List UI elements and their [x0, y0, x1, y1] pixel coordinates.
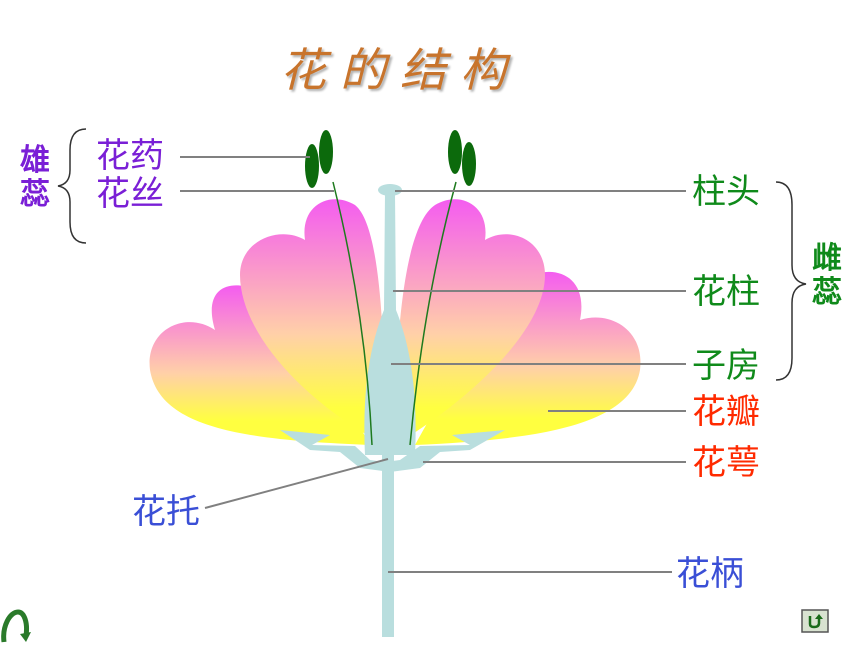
page-title: 花的结构	[280, 43, 520, 97]
label-receptacle: 花托	[132, 492, 200, 532]
label-style: 花柱	[692, 272, 760, 312]
leader-lines	[180, 156, 686, 573]
label-stamen: 雄蕊	[20, 143, 50, 212]
petal-left-outer	[149, 285, 370, 445]
pistil-brace	[775, 181, 807, 381]
back-arrow-icon[interactable]	[0, 606, 32, 644]
petal-left-inner	[240, 199, 385, 445]
pistil	[364, 192, 416, 455]
label-filament: 花丝	[96, 174, 164, 214]
label-pedicel: 花柄	[676, 554, 744, 594]
petal-right-inner	[395, 199, 545, 445]
label-anther: 花药	[96, 136, 164, 176]
stigma-tip	[378, 184, 402, 196]
filament-left	[332, 181, 373, 446]
return-icon[interactable]	[801, 609, 829, 633]
label-ovary: 子房	[692, 346, 760, 386]
label-pistil: 雌蕊	[812, 241, 842, 310]
label-sepal: 花萼	[692, 443, 760, 483]
petal-right-outer	[415, 271, 641, 445]
filament-right	[409, 181, 457, 446]
stamen-brace	[57, 128, 87, 244]
petals	[149, 199, 641, 445]
label-petal: 花瓣	[692, 392, 760, 432]
label-stigma: 柱头	[692, 172, 760, 212]
pedicel	[382, 455, 394, 637]
anthers	[305, 130, 476, 188]
